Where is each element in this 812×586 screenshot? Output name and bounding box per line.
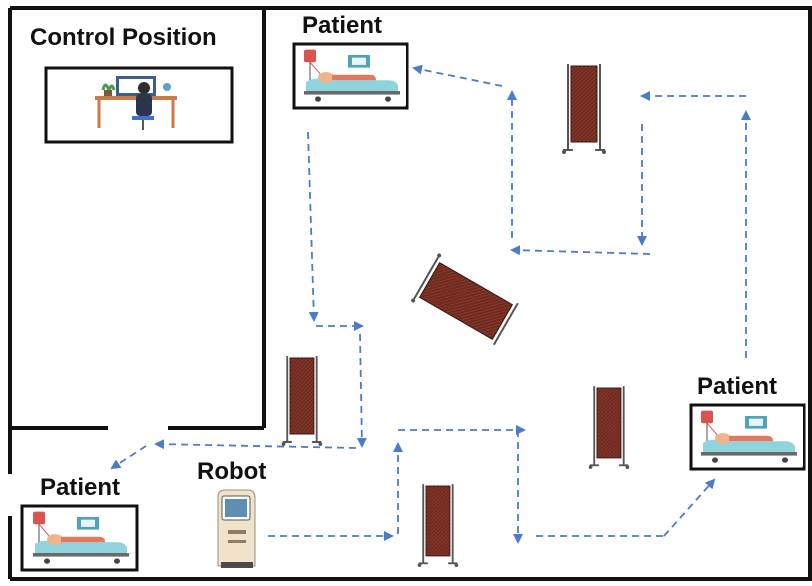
path-arrow <box>356 333 367 448</box>
path-arrow <box>110 445 147 470</box>
robot-icon <box>217 489 256 568</box>
path-arrow <box>307 131 319 322</box>
privacy-screen-tilted <box>411 253 519 346</box>
hospital-bed-icon <box>692 406 804 468</box>
robot-path <box>110 64 751 544</box>
robot-label: Robot <box>197 458 267 485</box>
walls <box>8 6 812 581</box>
privacy-screen-1 <box>561 63 607 155</box>
patient-label-left: Patient <box>40 474 121 501</box>
patient-label-right: Patient <box>697 373 778 400</box>
workstation-box <box>44 66 234 144</box>
control-position-label: Control Position <box>30 24 217 51</box>
patient-bed-right <box>689 403 806 471</box>
hospital-bed-icon <box>24 507 136 569</box>
workstation-icon <box>95 76 177 130</box>
path-arrow <box>412 64 503 87</box>
patient-label-top: Patient <box>302 12 383 39</box>
patient-bed-left <box>20 504 139 572</box>
privacy-screen-2 <box>280 355 324 447</box>
path-arrow <box>154 439 357 450</box>
hospital-bed-icon <box>295 45 407 107</box>
privacy-screen-4 <box>416 483 460 568</box>
privacy-screen-3 <box>587 385 631 470</box>
path-arrow <box>510 245 651 256</box>
patient-bed-top <box>292 42 409 110</box>
path-arrow <box>663 478 716 537</box>
